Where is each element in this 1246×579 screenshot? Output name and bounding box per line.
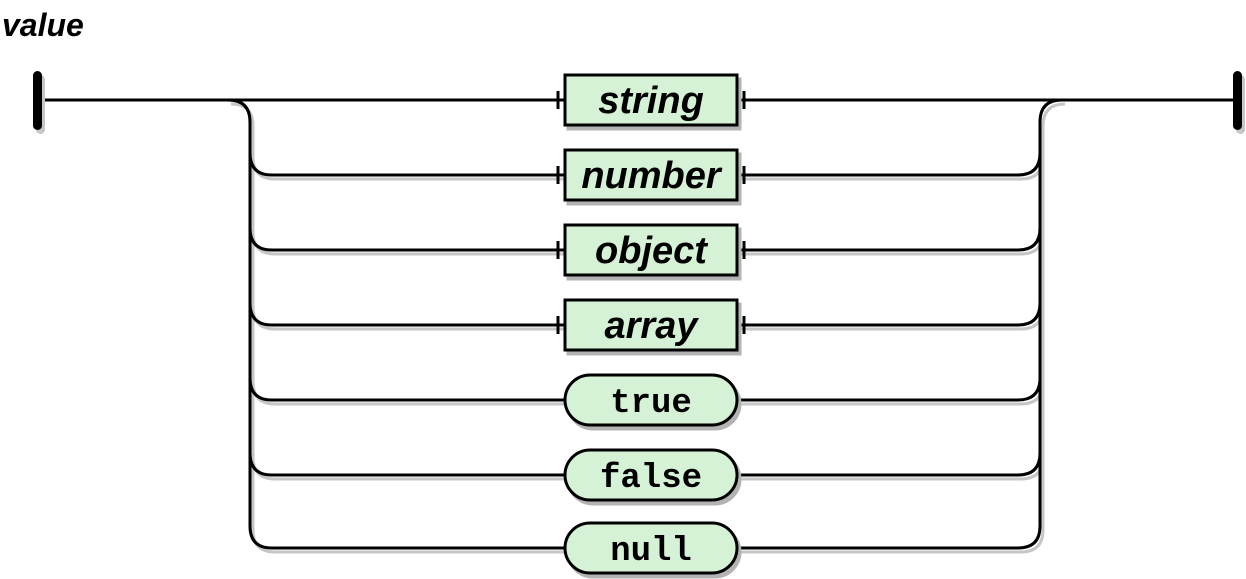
nonterminal-box [563,298,739,352]
terminal-pill [563,521,739,575]
node-label: array [605,305,700,347]
end-terminal [1233,71,1245,134]
connector-ticks [556,241,746,259]
node-label: false [600,460,702,498]
alternative-number: number [556,148,746,206]
left-branches-shadow [251,156,568,481]
alternative-true: true [563,373,742,431]
left-branches [248,152,565,477]
start-terminal [33,71,45,134]
right-rail [737,98,1063,550]
left-rail-shadow [230,102,568,554]
alternative-null: null [563,521,742,579]
terminal-pill [563,373,739,427]
alternative-object: object [556,223,746,281]
nonterminal-box [563,223,739,277]
terminal-pill [563,448,739,502]
left-rail [227,98,565,550]
start-terminal-bar [33,71,42,130]
right-rail-shadow [740,102,1066,554]
alternative-false: false [563,448,742,506]
connector-ticks [556,316,746,334]
node-label: null [610,533,692,571]
diagram-title: value [2,7,84,43]
node-label: true [610,385,692,423]
nonterminal-box [563,148,739,202]
right-branches-shadow [740,156,1045,481]
connector-ticks [556,166,746,184]
nonterminal-box [563,73,739,127]
node-label: object [595,230,708,272]
connector-ticks [556,91,746,109]
node-label: string [598,80,704,122]
node-label: number [581,155,723,197]
end-terminal-bar [1233,71,1242,130]
line-shadows [230,102,1066,554]
right-branches [737,152,1042,477]
alternative-string: string [556,73,746,131]
alternative-array: array [556,298,746,356]
